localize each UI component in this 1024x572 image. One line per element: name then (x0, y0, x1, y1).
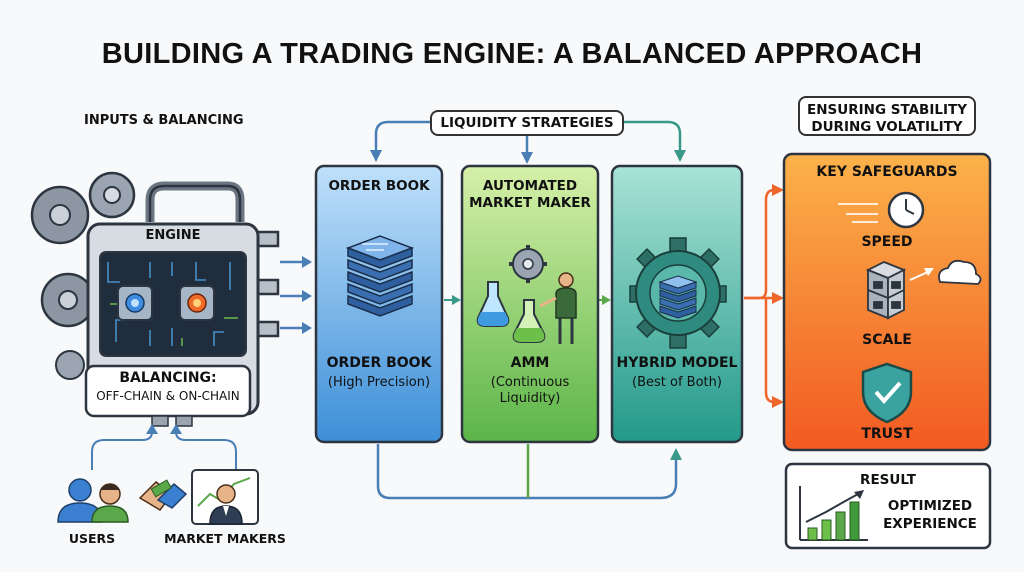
engine-gears-icon (30, 171, 136, 380)
users-label: USERS (68, 531, 116, 546)
handshake-icon (138, 479, 188, 511)
hybrid-gear-icon (629, 237, 727, 349)
liquidity-strategies-header: LIQUIDITY STRATEGIES (430, 110, 624, 136)
flask-icon (476, 281, 546, 343)
hybrid-subtitle: (Best of Both) (632, 375, 722, 390)
growth-chart-icon (799, 486, 868, 541)
amm-header-line1: AUTOMATED (482, 178, 578, 194)
balancing-subtitle: OFF-CHAIN & ON-CHAIN (96, 389, 240, 403)
order-book-column (314, 164, 444, 444)
safeguard-speed: SPEED (861, 234, 913, 250)
amm-header-line2: MARKET MAKER (469, 195, 591, 211)
market-maker-icon (191, 469, 259, 525)
stability-header: ENSURING STABILITY DURING VOLATILITY (798, 96, 976, 136)
safeguard-scale: SCALE (862, 332, 912, 348)
amm-column (460, 164, 600, 444)
amm-name: AMM (510, 355, 550, 371)
market-makers-label: MARKET MAKERS (164, 531, 286, 546)
shield-check-icon (861, 362, 913, 424)
server-stack-icon (345, 235, 415, 317)
balancing-title: BALANCING: (119, 370, 217, 386)
engine-output-arrows (280, 256, 312, 334)
result-box (784, 462, 992, 550)
stability-header-line2: DURING VOLATILITY (811, 119, 963, 135)
page-title: BUILDING A TRADING ENGINE: A BALANCED AP… (101, 38, 923, 70)
key-safeguards-title: KEY SAFEGUARDS (816, 164, 958, 180)
engine-label: ENGINE (145, 228, 201, 243)
input-arrows (91, 424, 237, 470)
result-line1: OPTIMIZED (887, 498, 973, 514)
amm-subtitle-line1: (Continuous (490, 375, 570, 390)
cloud-icon (909, 259, 982, 285)
hybrid-column (610, 164, 744, 444)
result-title: RESULT (860, 472, 916, 488)
hybrid-name: HYBRID MODEL (616, 355, 738, 371)
clock-icon (838, 191, 925, 229)
safeguard-arrows (744, 184, 784, 408)
scientist-icon (539, 272, 577, 344)
amm-subtitle-line2: Liquidity) (499, 391, 561, 406)
liquidity-distribution-arrows (370, 120, 686, 164)
users-icon (57, 478, 129, 523)
amm-gear-icon (509, 245, 547, 283)
order-book-subtitle: (High Precision) (327, 375, 431, 390)
engine-box (84, 222, 260, 427)
feedback-loop-lines (376, 444, 682, 500)
stability-header-line1: ENSURING STABILITY (807, 102, 967, 118)
safeguard-trust: TRUST (861, 426, 913, 442)
order-book-header: ORDER BOOK (328, 178, 430, 194)
result-line2: EXPERIENCE (883, 516, 977, 532)
scale-blocks-icon (865, 261, 907, 320)
inputs-balancing-header: INPUTS & BALANCING (84, 113, 244, 128)
safeguards-panel (782, 152, 992, 452)
order-book-name: ORDER BOOK (326, 355, 432, 371)
